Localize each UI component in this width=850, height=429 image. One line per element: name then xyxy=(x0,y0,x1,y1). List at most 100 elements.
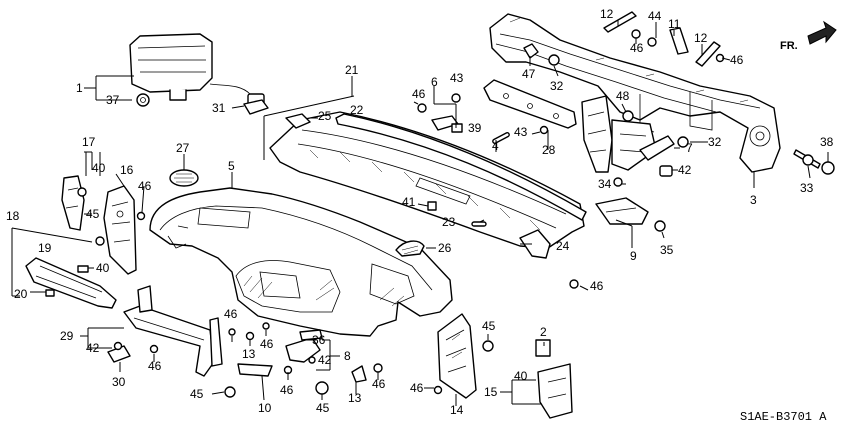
callout-46i: 46 xyxy=(590,279,604,293)
nut-44 xyxy=(647,37,657,47)
bracket-12-top xyxy=(603,11,637,33)
callout-46h: 46 xyxy=(410,381,424,395)
strip-23 xyxy=(471,221,487,227)
callout-31: 31 xyxy=(212,101,226,115)
bolt-33 xyxy=(793,149,821,169)
callout-30: 30 xyxy=(112,375,126,389)
callout-46g: 46 xyxy=(372,377,386,391)
callout-3: 3 xyxy=(750,193,757,207)
callout-28: 28 xyxy=(542,143,556,157)
front-direction-arrow xyxy=(807,20,837,45)
callout-46d: 46 xyxy=(224,307,238,321)
clip-46-mid-a xyxy=(228,328,236,336)
clip-46-mid-b xyxy=(262,322,270,330)
clip-46-left xyxy=(136,211,146,221)
callout-13b: 13 xyxy=(348,391,362,405)
callout-18: 18 xyxy=(6,209,20,223)
airbag-module xyxy=(129,33,265,109)
callout-32b: 32 xyxy=(708,135,722,149)
bolt-35 xyxy=(654,220,666,232)
callout-24: 24 xyxy=(556,239,570,253)
leader-lines xyxy=(11,20,829,406)
bracket-29 xyxy=(123,285,223,377)
callout-39: 39 xyxy=(468,121,482,135)
callout-17: 17 xyxy=(82,135,96,149)
stay-7 xyxy=(639,135,675,161)
side-panel-14 xyxy=(437,313,477,399)
clip-46-lower-right xyxy=(373,363,383,373)
callout-32a: 32 xyxy=(550,79,564,93)
clip-46-middle xyxy=(569,279,579,289)
vent-26 xyxy=(395,240,425,257)
bolt-48 xyxy=(622,110,634,122)
callout-1: 1 xyxy=(76,81,83,95)
callout-21: 21 xyxy=(345,63,359,77)
bolt-32-right xyxy=(677,136,689,148)
clip-46-bottom xyxy=(433,385,443,395)
callout-45d: 45 xyxy=(482,319,496,333)
callout-5: 5 xyxy=(228,159,235,173)
callout-46j: 46 xyxy=(630,41,644,55)
nut-43-lower xyxy=(539,125,549,135)
knee-bolster xyxy=(25,257,117,309)
nut-38 xyxy=(821,161,835,175)
bracket-10 xyxy=(224,363,273,398)
callout-40b: 40 xyxy=(96,261,110,275)
callout-38: 38 xyxy=(820,135,834,149)
clip-13-right xyxy=(351,365,367,383)
bracket-28 xyxy=(483,79,577,129)
callout-47: 47 xyxy=(522,67,536,81)
callout-42a: 42 xyxy=(86,341,100,355)
callout-9: 9 xyxy=(630,249,637,263)
bolt-34 xyxy=(613,177,623,187)
callout-19: 19 xyxy=(38,241,52,255)
callout-20: 20 xyxy=(14,287,28,301)
callout-29: 29 xyxy=(60,329,74,343)
bolt-45-right xyxy=(482,340,494,352)
clip-13-left xyxy=(245,331,255,341)
callout-7: 7 xyxy=(686,141,693,155)
clip-11 xyxy=(669,27,689,55)
callout-34: 34 xyxy=(598,177,612,191)
callout-35: 35 xyxy=(660,243,674,257)
steering-hanger-3 xyxy=(489,13,781,173)
callout-46f: 46 xyxy=(280,383,294,397)
callout-37: 37 xyxy=(106,93,120,107)
callout-43b: 43 xyxy=(514,125,528,139)
callout-12a: 12 xyxy=(600,7,614,21)
bracket-48 xyxy=(581,95,657,173)
upper-pad-21 xyxy=(269,111,585,249)
callout-42b: 42 xyxy=(318,353,332,367)
callout-6: 6 xyxy=(431,75,438,89)
callout-36: 36 xyxy=(312,333,326,347)
callout-40a: 40 xyxy=(92,161,106,175)
callout-8: 8 xyxy=(344,349,351,363)
clip-41 xyxy=(427,201,437,211)
connector-31 xyxy=(243,99,269,115)
clip-42-mid xyxy=(308,356,316,364)
dashboard-5 xyxy=(149,187,453,337)
callout-46a: 46 xyxy=(412,87,426,101)
callout-12b: 12 xyxy=(694,31,708,45)
callout-45c: 45 xyxy=(316,401,330,415)
bolt-37 xyxy=(136,93,150,107)
label-2 xyxy=(535,339,551,357)
trim-strip-22 xyxy=(335,113,587,221)
callout-26: 26 xyxy=(438,241,452,255)
clip-46-top xyxy=(631,29,641,39)
bolt-45-lower xyxy=(315,381,329,395)
callout-4: 4 xyxy=(492,139,499,153)
clip-47 xyxy=(523,43,539,59)
side-panel-left xyxy=(61,175,87,231)
callout-43a: 43 xyxy=(450,71,464,85)
bracket-24 xyxy=(519,229,551,259)
clip-42-left xyxy=(113,341,123,351)
clip-42-right xyxy=(659,165,673,177)
callout-45b: 45 xyxy=(190,387,204,401)
callout-33: 33 xyxy=(800,181,814,195)
clip-46-lower-left xyxy=(149,344,159,354)
callout-46c: 46 xyxy=(148,359,162,373)
callout-42c: 42 xyxy=(678,163,692,177)
callout-11: 11 xyxy=(668,17,681,31)
